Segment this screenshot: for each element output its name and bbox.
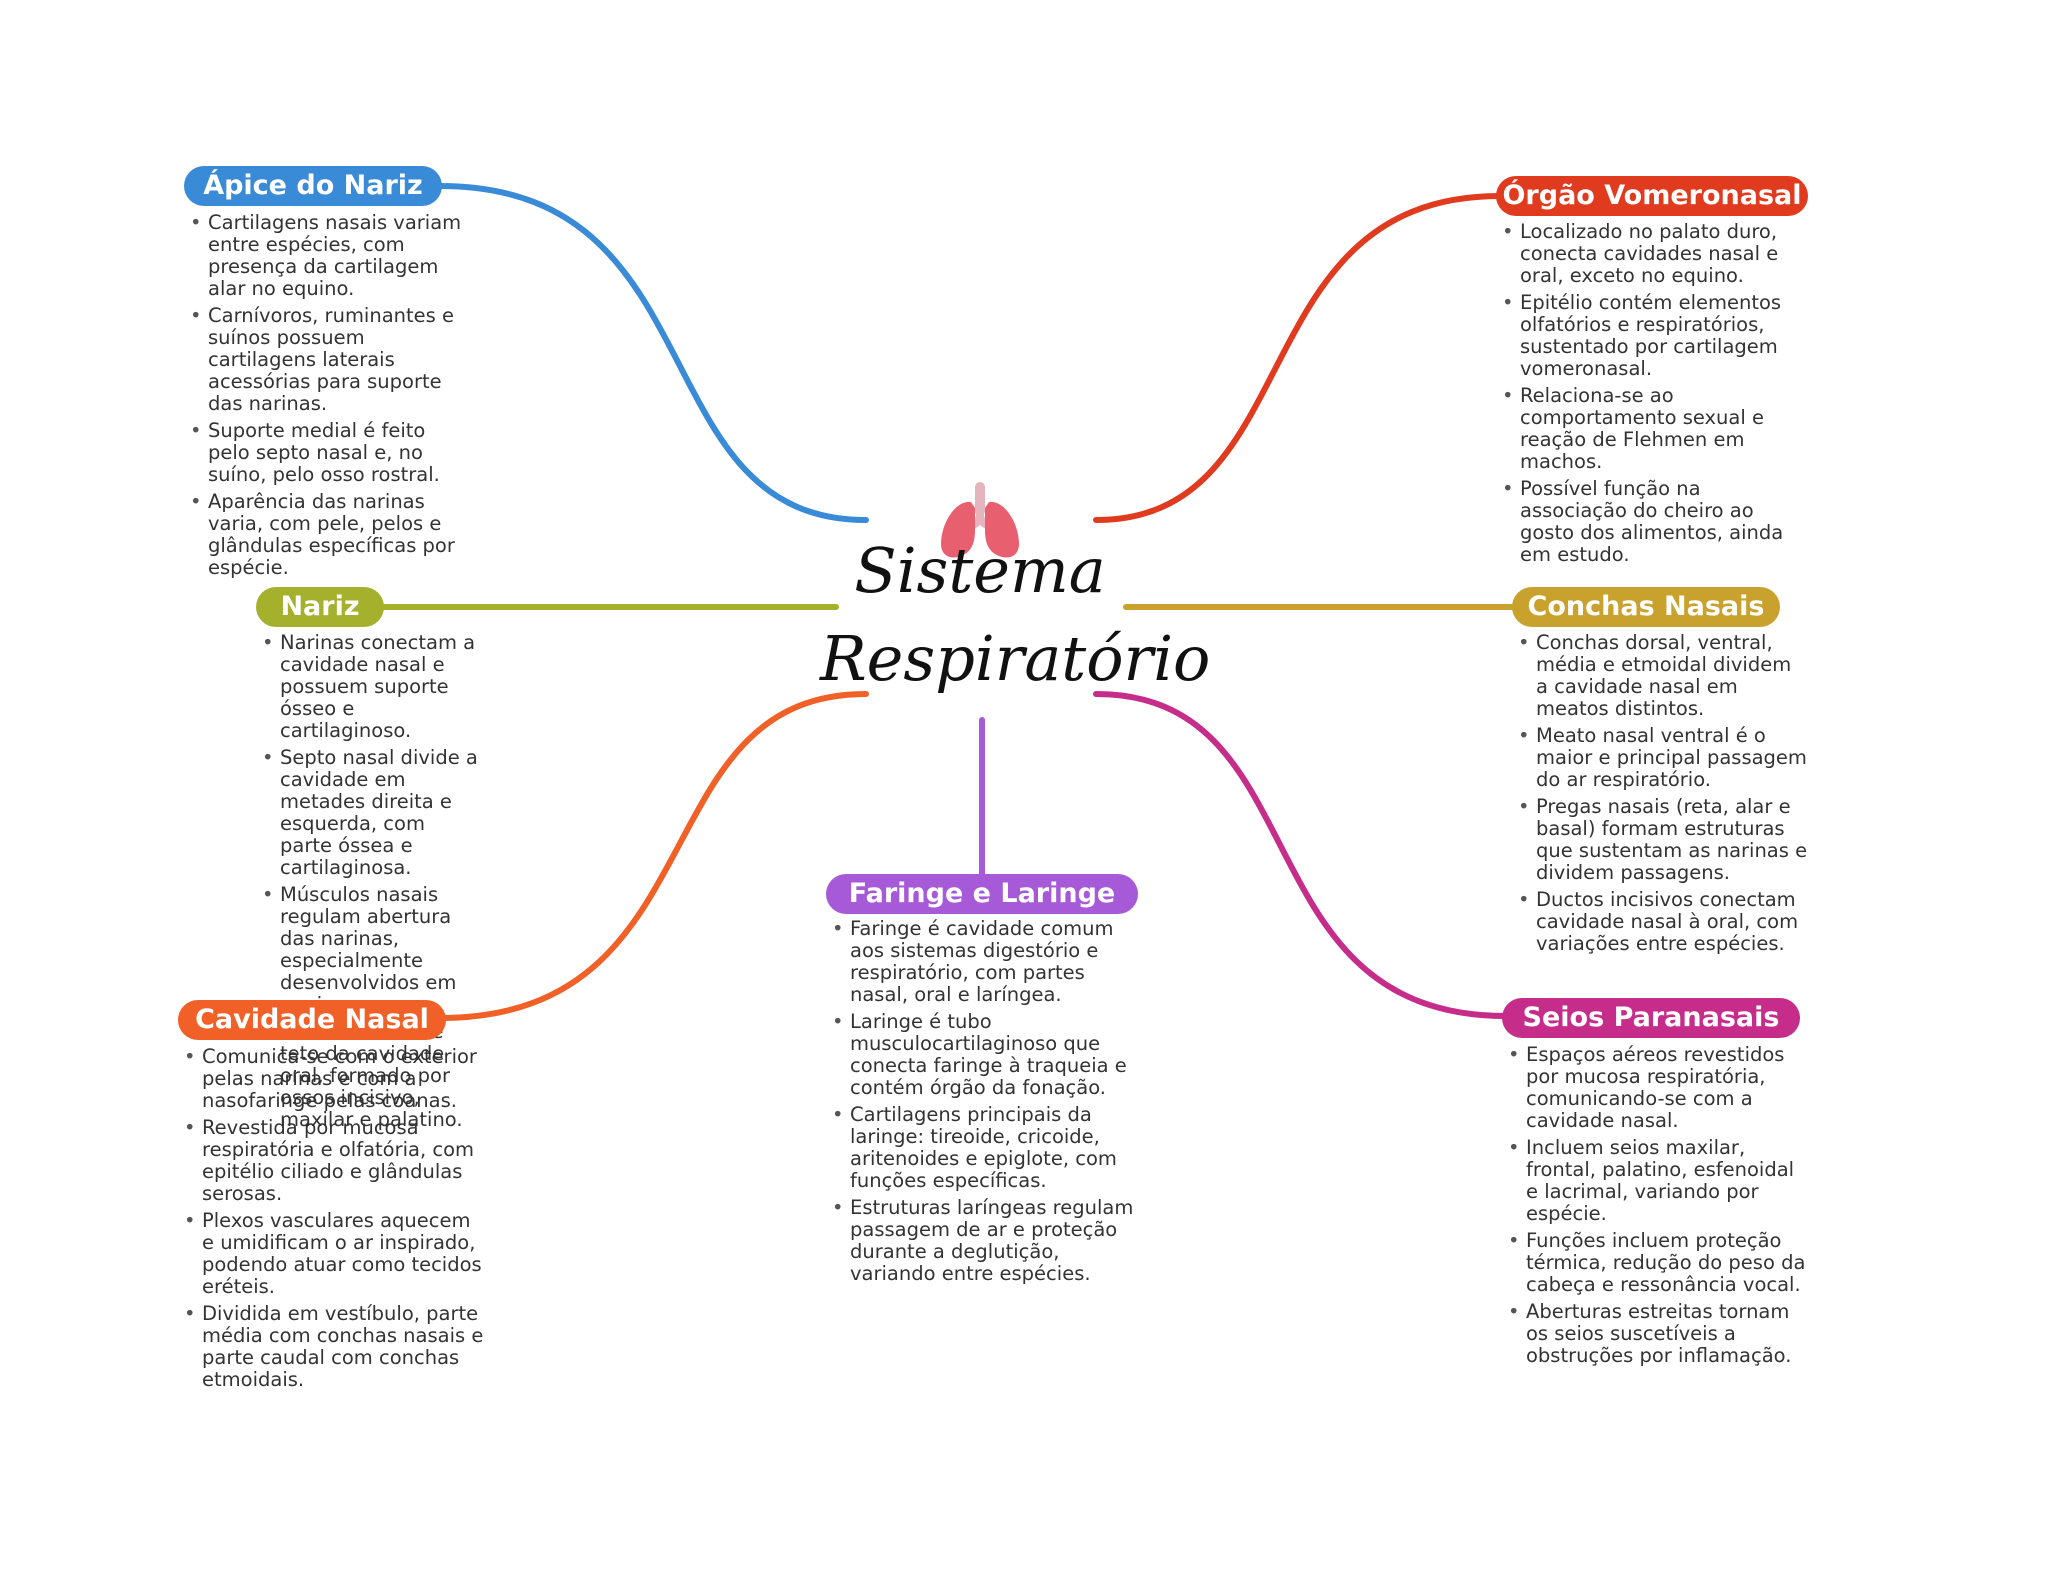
list-item: Conchas dorsal, ventral, média e etmoida… [1518, 632, 1808, 720]
topic-nariz[interactable]: Nariz [256, 587, 384, 627]
list-item: Aberturas estreitas tornam os seios susc… [1508, 1301, 1808, 1367]
list-item: Plexos vasculares aquecem e umidificam o… [184, 1210, 484, 1298]
list-item: Incluem seios maxilar, frontal, palatino… [1508, 1137, 1808, 1225]
lungs-icon [941, 482, 1019, 558]
notes-cavidade-nasal: Comunica-se com o exterior pelas narinas… [184, 1046, 484, 1396]
list-item: Laringe é tubo musculocartilaginoso que … [832, 1011, 1142, 1099]
link-vomeronasal [1093, 193, 1503, 523]
list-item: Revestida por mucosa respiratória e olfa… [184, 1117, 484, 1205]
topic-faringe-e-laringe[interactable]: Faringe e Laringe [826, 874, 1138, 914]
notes-seios-paranasais: Espaços aéreos revestidos por mucosa res… [1508, 1044, 1808, 1372]
list-item: Estruturas laríngeas regulam passagem de… [832, 1197, 1142, 1285]
central-title-line2: Respiratório [820, 622, 1211, 695]
link-apice [437, 183, 869, 523]
central-topic: Sistema Respiratório [820, 480, 1211, 740]
list-item: Localizado no palato duro, conecta cavid… [1502, 221, 1802, 287]
list-item: Narinas conectam a cavidade nasal e poss… [262, 632, 482, 742]
list-item: Funções incluem proteção térmica, reduçã… [1508, 1230, 1808, 1296]
notes-faringe-e-laringe: Faringe é cavidade comum aos sistemas di… [832, 918, 1142, 1290]
topic-apice-do-nariz[interactable]: Ápice do Nariz [184, 166, 442, 206]
list-item: Relaciona-se ao comportamento sexual e r… [1502, 385, 1802, 473]
link-seios [1093, 691, 1509, 1019]
topic-seios-paranasais[interactable]: Seios Paranasais [1502, 998, 1800, 1038]
notes-conchas-nasais: Conchas dorsal, ventral, média e etmoida… [1518, 632, 1808, 960]
list-item: Meato nasal ventral é o maior e principa… [1518, 725, 1808, 791]
list-item: Comunica-se com o exterior pelas narinas… [184, 1046, 484, 1112]
notes-orgao-vomeronasal: Localizado no palato duro, conecta cavid… [1502, 221, 1802, 571]
list-item: Suporte medial é feito pelo septo nasal … [190, 420, 470, 486]
notes-apice-do-nariz: Cartilagens nasais variam entre espécies… [190, 212, 470, 584]
list-item: Dividida em vestíbulo, parte média com c… [184, 1303, 484, 1391]
list-item: Carnívoros, ruminantes e suínos possuem … [190, 305, 470, 415]
topic-cavidade-nasal[interactable]: Cavidade Nasal [178, 1000, 446, 1040]
link-cavidade [437, 691, 869, 1021]
topic-orgao-vomeronasal[interactable]: Órgão Vomeronasal [1496, 176, 1808, 216]
topic-conchas-nasais[interactable]: Conchas Nasais [1512, 587, 1780, 627]
list-item: Cartilagens nasais variam entre espécies… [190, 212, 470, 300]
list-item: Possível função na associação do cheiro … [1502, 478, 1802, 566]
list-item: Epitélio contém elementos olfatórios e r… [1502, 292, 1802, 380]
list-item: Ductos incisivos conectam cavidade nasal… [1518, 889, 1808, 955]
list-item: Pregas nasais (reta, alar e basal) forma… [1518, 796, 1808, 884]
list-item: Aparência das narinas varia, com pele, p… [190, 491, 470, 579]
list-item: Faringe é cavidade comum aos sistemas di… [832, 918, 1142, 1006]
list-item: Septo nasal divide a cavidade em metades… [262, 747, 482, 879]
list-item: Cartilagens principais da laringe: tireo… [832, 1104, 1142, 1192]
list-item: Músculos nasais regulam abertura das nar… [262, 884, 482, 1016]
central-title-line1: Sistema [854, 534, 1106, 607]
list-item: Espaços aéreos revestidos por mucosa res… [1508, 1044, 1808, 1132]
